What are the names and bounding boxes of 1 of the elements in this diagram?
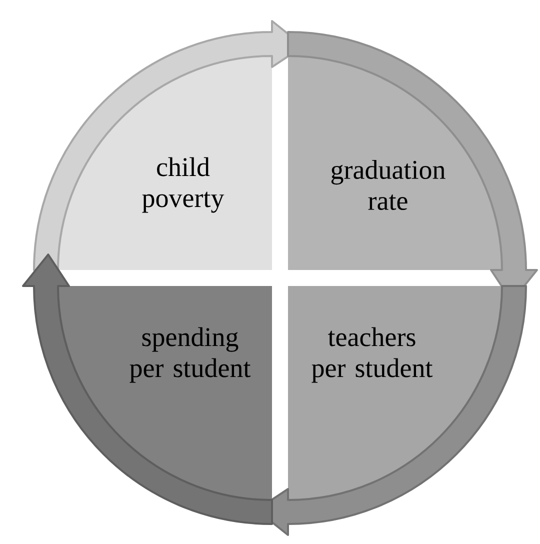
curved-arrow: [22, 254, 273, 525]
